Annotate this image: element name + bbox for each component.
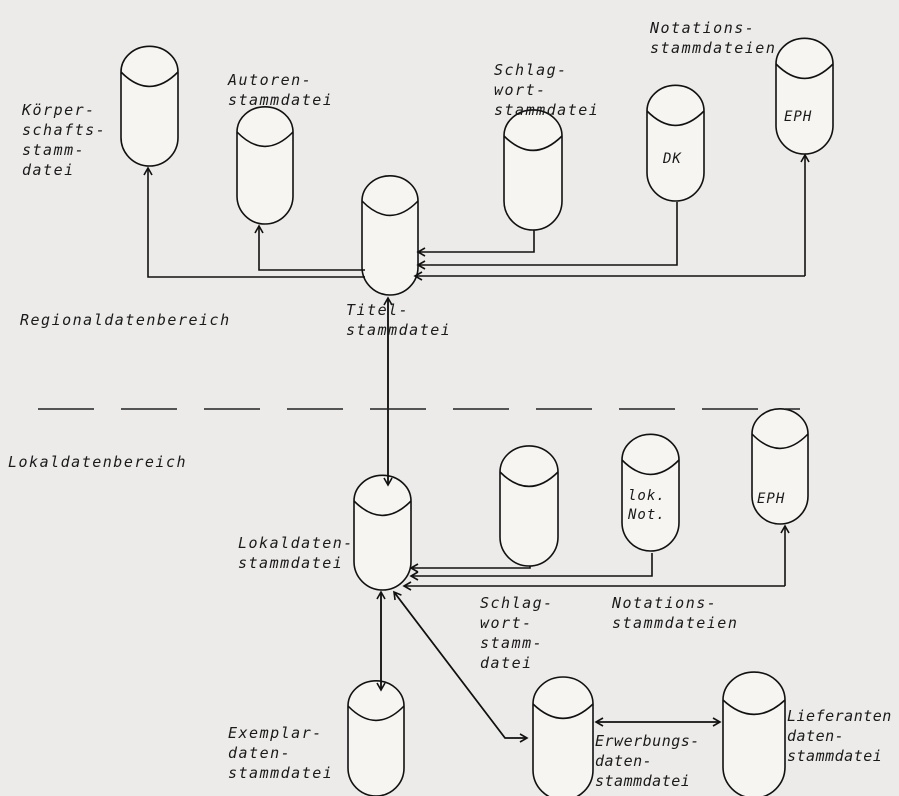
cylinder-koerperschaftsstammdatei [120, 45, 179, 167]
link-schlagwort-lokaldaten [409, 563, 531, 573]
region-label-local: Lokaldatenbereich [8, 453, 188, 471]
label-lieferantendatenstammdatei: Lieferanten daten- stammdatei [787, 707, 892, 765]
link-titel-autoren [254, 224, 365, 271]
label-titelstammdatei: Titel- stammdatei [346, 301, 452, 339]
cylinder-erwerbungsdatenstammdatei [532, 676, 594, 796]
label-eph-local: EPH [757, 491, 786, 507]
cylinder-lokaldatenstammdatei [353, 474, 412, 591]
cylinder-exemplardatenstammdatei [347, 680, 405, 796]
cylinder-lokale-notation [621, 433, 680, 552]
cylinder-eph-regional [775, 37, 834, 155]
region-label-regional: Regionaldatenbereich [20, 311, 231, 329]
link-titel-koerperschaft [143, 166, 365, 278]
link-schlagwort-titel [416, 230, 535, 257]
label-koerperschaftsstammdatei: Körper- schafts- stamm- datei [22, 101, 107, 179]
label-exemplardatenstammdatei: Exemplar- daten- stammdatei [228, 724, 334, 782]
label-lokaldatenstammdatei: Lokaldaten- stammdatei [238, 534, 354, 572]
cylinder-eph-local [751, 408, 809, 525]
link-lokaldaten-erwerbung [393, 591, 529, 743]
link-dk-titel [416, 202, 678, 270]
cylinder-lieferantendatenstammdatei [722, 671, 786, 796]
label-notationsstammdateien-local: Notations- stammdateien [612, 594, 739, 632]
cylinder-schlagwortstammdatei-regional [503, 109, 563, 231]
label-lokale-notation: lok. Not. [628, 488, 666, 523]
label-notationsstammdateien-regional: Notations- stammdateien [650, 19, 777, 57]
label-erwerbungsdatenstammdatei: Erwerbungs- daten- stammdatei [595, 732, 700, 790]
label-autorenstammdatei: Autoren- stammdatei [228, 71, 334, 109]
label-dk: DK [663, 151, 682, 167]
cylinder-dk [646, 84, 705, 202]
label-schlagwortstammdatei-regional: Schlag- wort- stammdatei [494, 61, 600, 119]
label-eph-regional: EPH [784, 109, 813, 125]
link-loknot-lokaldaten [409, 553, 653, 581]
cylinder-titelstammdatei [361, 175, 419, 296]
label-schlagwortstammdatei-local: Schlag- wort- stamm- datei [480, 594, 554, 672]
cylinder-autorenstammdatei [236, 106, 294, 225]
cylinder-schlagwortstammdatei-local [499, 445, 559, 567]
